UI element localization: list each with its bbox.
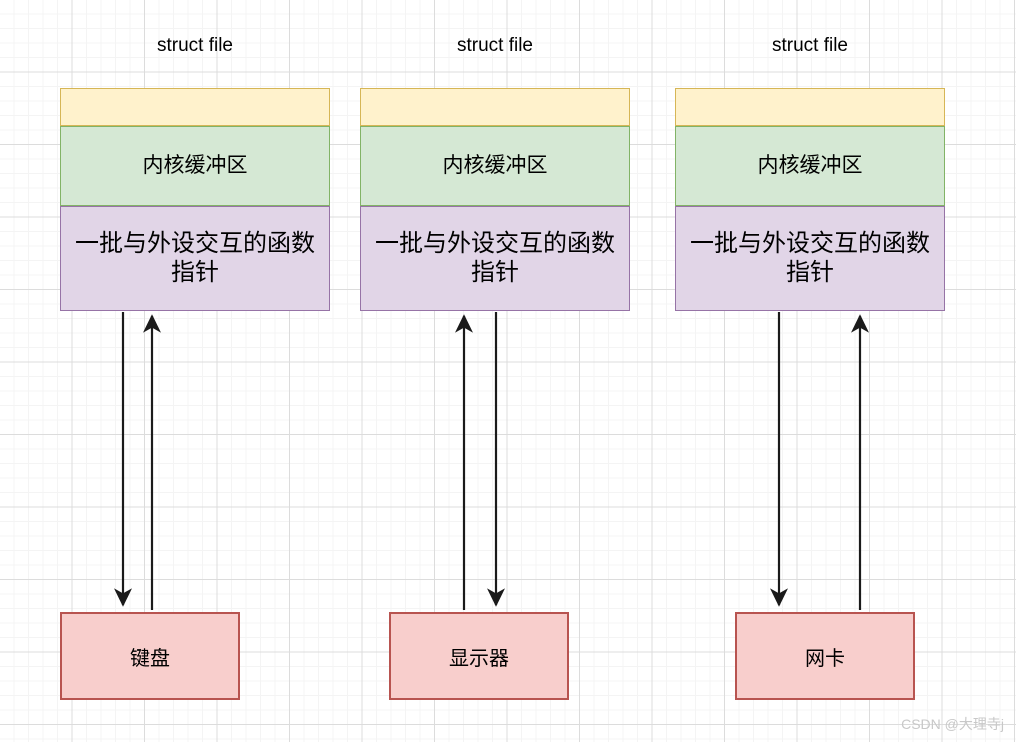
device-box-network-card: 网卡 — [735, 612, 915, 700]
struct-file-block-1: 内核缓冲区 一批与外设交互的函数指针 — [60, 88, 330, 311]
struct-file-title-3: struct file — [771, 35, 849, 56]
device-box-keyboard: 键盘 — [60, 612, 240, 700]
file-header-segment-3 — [675, 88, 945, 126]
struct-file-block-3: 内核缓冲区 一批与外设交互的函数指针 — [675, 88, 945, 311]
file-operations-segment-1: 一批与外设交互的函数指针 — [60, 206, 330, 311]
csdn-watermark: CSDN @大理寺j — [901, 716, 1004, 732]
file-header-segment-1 — [60, 88, 330, 126]
file-header-segment-2 — [360, 88, 630, 126]
kernel-buffer-segment-3: 内核缓冲区 — [675, 126, 945, 206]
struct-file-title-2: struct file — [456, 35, 534, 56]
file-operations-segment-2: 一批与外设交互的函数指针 — [360, 206, 630, 311]
struct-file-title-1: struct file — [156, 35, 234, 56]
kernel-buffer-segment-1: 内核缓冲区 — [60, 126, 330, 206]
kernel-buffer-segment-2: 内核缓冲区 — [360, 126, 630, 206]
file-operations-segment-3: 一批与外设交互的函数指针 — [675, 206, 945, 311]
struct-file-block-2: 内核缓冲区 一批与外设交互的函数指针 — [360, 88, 630, 311]
device-box-monitor: 显示器 — [389, 612, 569, 700]
